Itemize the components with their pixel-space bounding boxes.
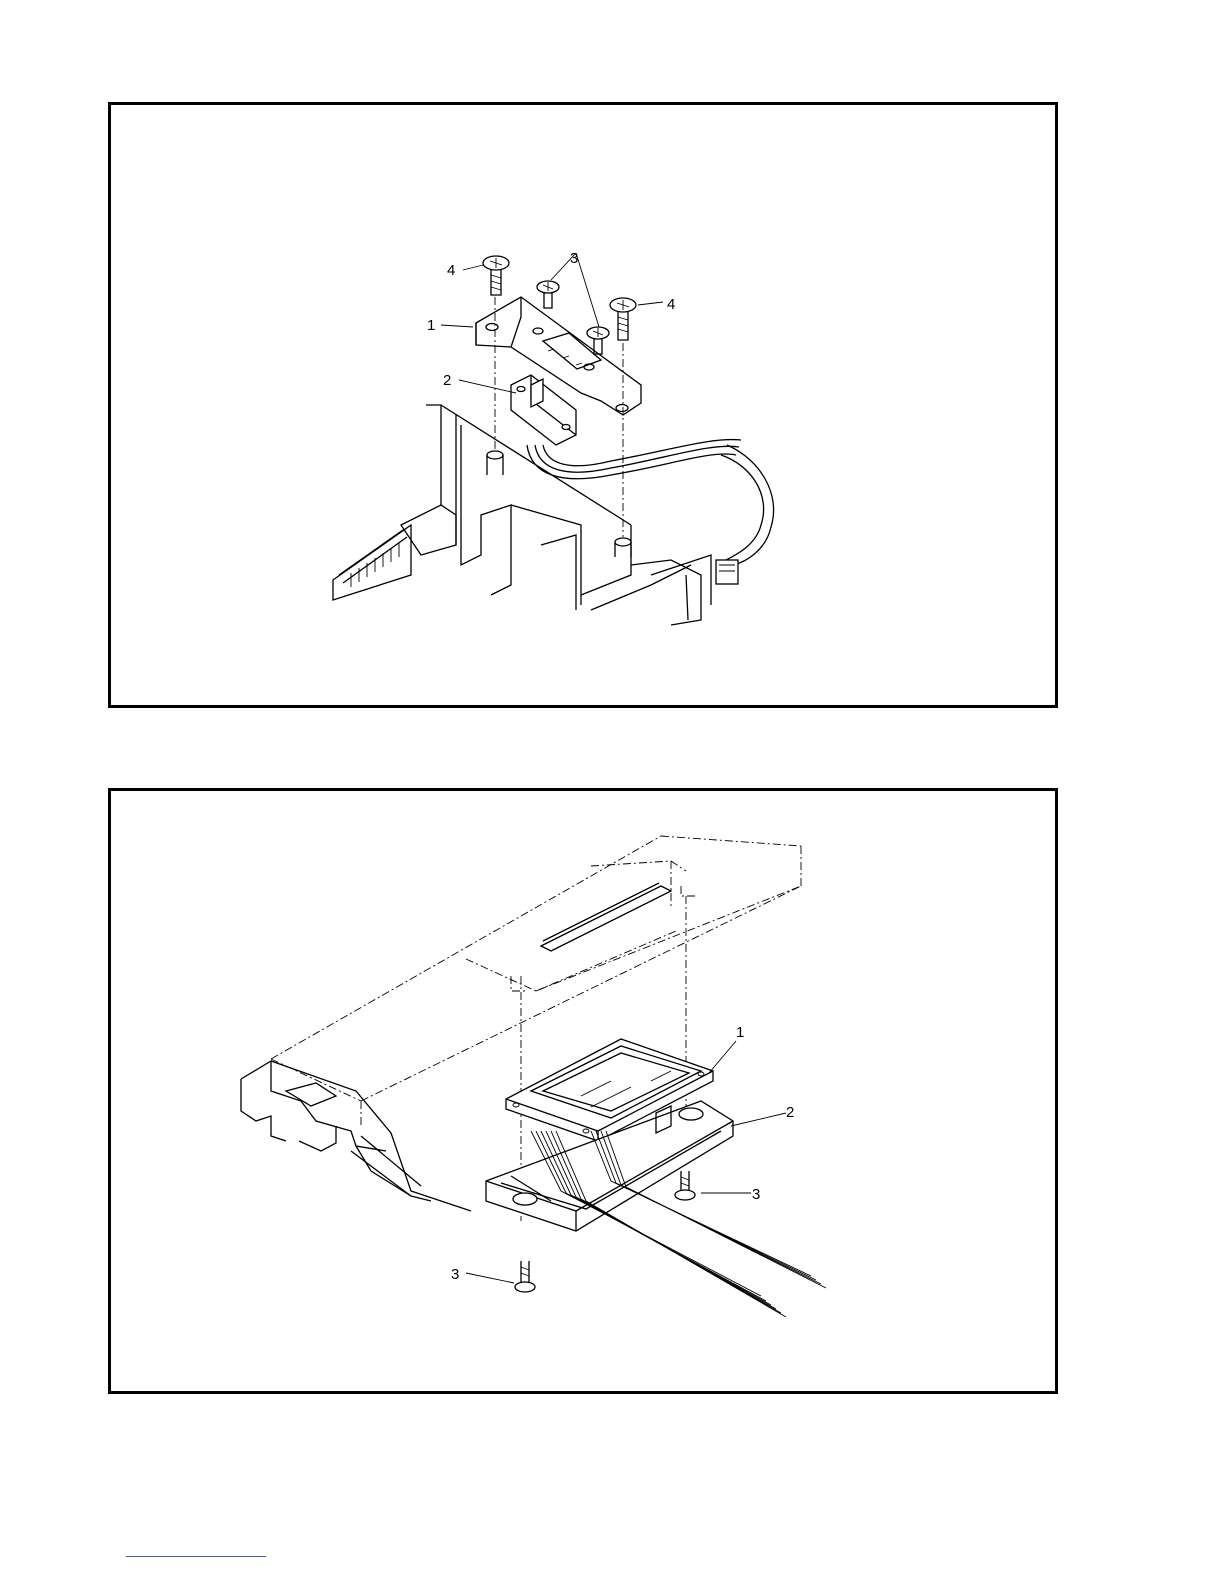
callout-3-right: 3 xyxy=(752,1186,760,1203)
exploded-view-display-holder: 1 2 3 3 xyxy=(111,791,1055,1391)
exploded-view-sensor-bracket: 1 2 3 4 4 xyxy=(111,105,1055,705)
screw-3-left xyxy=(515,1261,535,1292)
screw-4-right xyxy=(610,298,636,340)
callout-3: 3 xyxy=(570,250,578,267)
screw-3-right xyxy=(675,1171,695,1200)
callout-2: 2 xyxy=(786,1104,794,1121)
screw-3-upper xyxy=(537,281,559,308)
figure-panel-top: 1 2 3 4 4 xyxy=(108,102,1058,708)
chassis-base xyxy=(241,1061,471,1211)
callout-1: 1 xyxy=(736,1024,744,1041)
figure-panel-bottom: 1 2 3 3 xyxy=(108,788,1058,1394)
callout-1: 1 xyxy=(427,317,435,334)
chassis-frame xyxy=(333,405,711,625)
footer-rule xyxy=(126,1556,266,1557)
callout-3-left: 3 xyxy=(451,1266,459,1283)
photo-sensor xyxy=(511,375,576,445)
callout-4-right: 4 xyxy=(667,296,675,313)
screw-4-left xyxy=(483,256,509,295)
callout-4-left: 4 xyxy=(447,262,455,279)
callout-2: 2 xyxy=(443,372,451,389)
